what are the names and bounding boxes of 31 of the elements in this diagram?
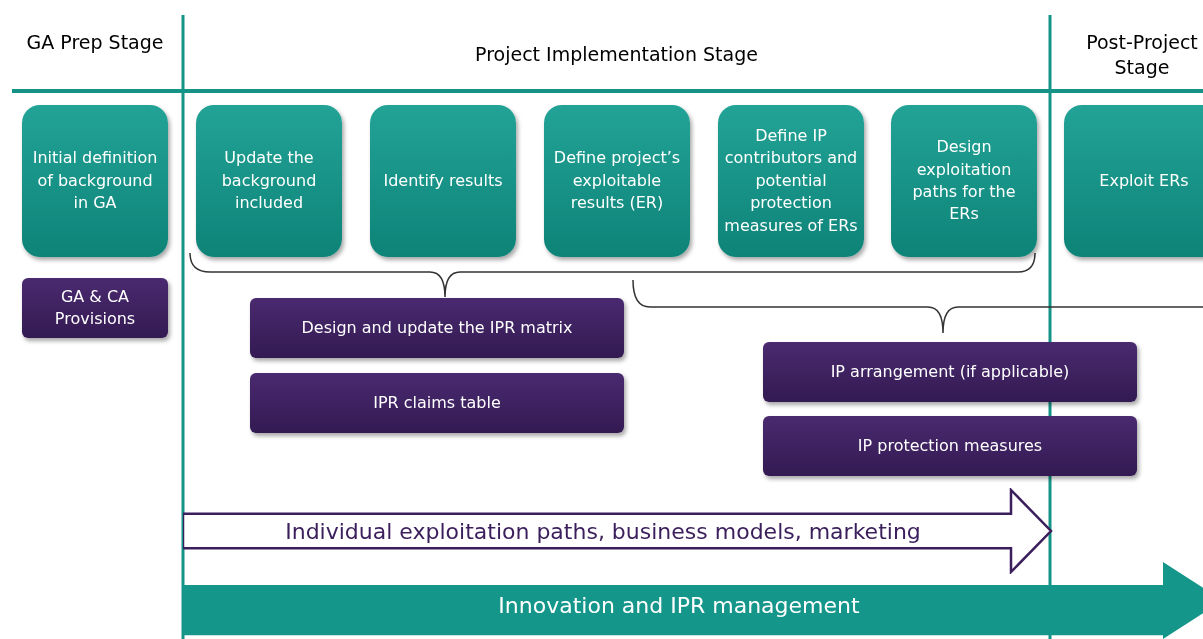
process-box [250, 373, 624, 433]
process-box [22, 278, 168, 338]
box-text: Innovation and IPR management [497, 592, 861, 620]
phase-banner [183, 488, 1053, 574]
box-text: Exploit ERs [1098, 169, 1190, 192]
process-box [370, 105, 516, 257]
box-text: Identify results [382, 169, 504, 192]
box-text: Define project’s exploitable results (ER) [552, 147, 682, 215]
process-box [250, 298, 624, 358]
process-box [763, 342, 1137, 402]
box-text: IP protection measures [856, 434, 1044, 457]
process-box [544, 105, 690, 257]
process-box [763, 416, 1137, 476]
box-text: GA & CA Provisions [53, 285, 137, 330]
box-text: Define IP contributors and potential protection measures of ERs [723, 125, 859, 237]
stage-heading: Post-Project Stage [1085, 30, 1199, 80]
stage-heading: Project Implementation Stage [474, 42, 759, 67]
box-text: Individual exploitation paths, business models, marketing [284, 518, 922, 546]
box-text: Design and update the IPR matrix [300, 316, 574, 339]
box-text: IPR claims table [372, 391, 502, 414]
phase-banner [183, 562, 1203, 639]
process-box [891, 105, 1037, 257]
box-text: IP arrangement (if applicable) [829, 360, 1071, 383]
box-text: Update the background included [220, 147, 318, 215]
process-box [1064, 105, 1203, 257]
box-text: Design exploitation paths for the ERs [911, 136, 1017, 226]
process-box [22, 105, 168, 257]
box-text: Initial definition of background in GA [31, 147, 159, 215]
process-box [718, 105, 864, 257]
stage-heading: GA Prep Stage [25, 30, 165, 55]
process-box [196, 105, 342, 257]
